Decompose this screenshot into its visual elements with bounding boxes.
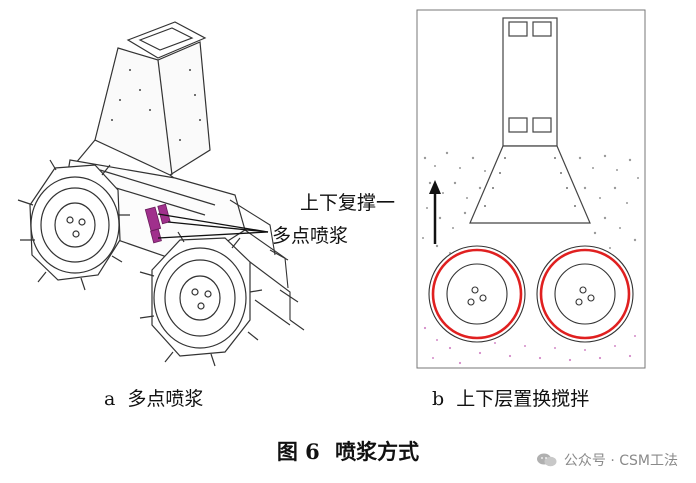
figure-number: 图 6 — [276, 439, 320, 464]
right-cutter-wheel — [139, 231, 263, 367]
wechat-icon — [536, 453, 557, 467]
multi-point-spray-annotation: 多点喷浆 — [272, 225, 349, 247]
frame-rivets — [484, 157, 576, 207]
cutter-frame — [469, 145, 591, 224]
trench-outline — [416, 9, 646, 369]
slurry-layer — [423, 326, 636, 365]
cutter-wheels — [428, 245, 634, 343]
cutter-head-drawing — [17, 21, 305, 367]
panel-a-label: a 多点喷浆 — [104, 388, 204, 410]
rivets — [111, 69, 201, 141]
cutter-teeth — [229, 199, 305, 331]
mixing-zone-rings — [431, 248, 631, 340]
kelly-bar — [502, 17, 558, 147]
layer-mixing-drawing — [416, 9, 646, 369]
figure-caption: 图 6 喷浆方式 — [0, 436, 696, 466]
gravel-layer — [422, 151, 639, 254]
top-tube-frame — [126, 21, 207, 59]
spray-nozzle-markers — [144, 203, 171, 244]
left-cutter-wheel — [17, 159, 130, 291]
frame-body — [94, 41, 211, 176]
panel-b-label: b 上下层置换搅拌 — [432, 388, 590, 410]
watermark-text: 公众号 · CSM工法 — [563, 453, 678, 469]
alternate-support-annotation: 上下复撑一 — [300, 192, 396, 214]
upward-arrow-icon — [429, 180, 441, 244]
figure-title: 喷浆方式 — [335, 439, 420, 464]
watermark: 公众号 · CSM工法 — [536, 450, 678, 470]
annotation-leader-lines — [157, 213, 269, 239]
